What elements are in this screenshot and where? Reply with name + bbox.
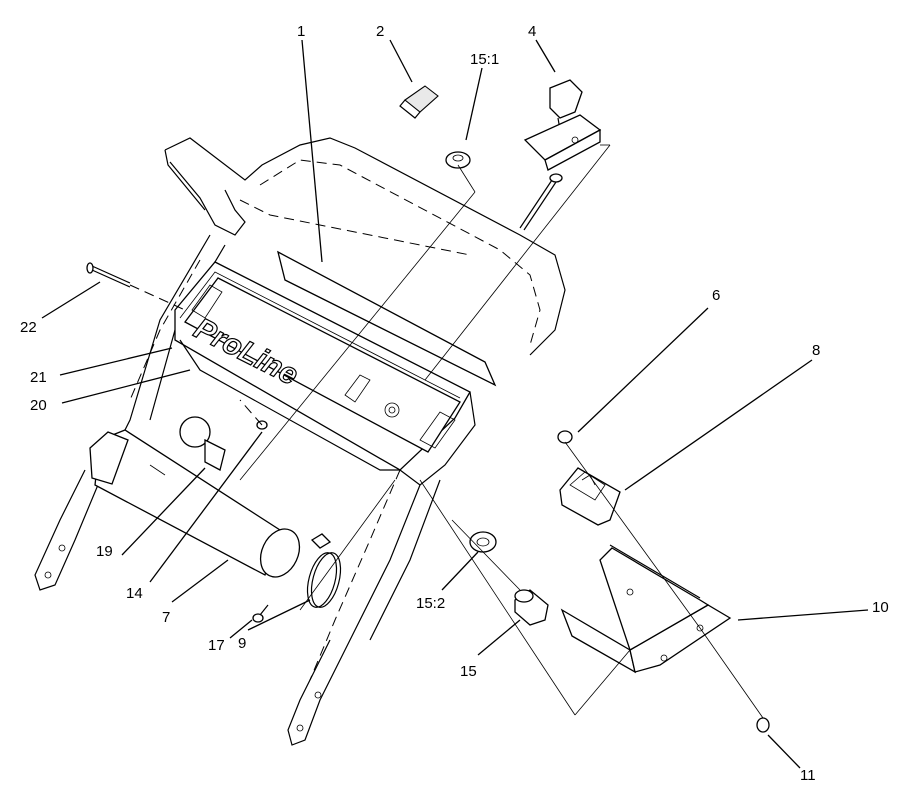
callout-1: 1	[297, 23, 305, 40]
part-22-bolt	[86, 262, 186, 311]
part-10-bracket	[560, 544, 732, 674]
callout-14: 14	[126, 585, 143, 602]
part-15-switch	[514, 589, 549, 626]
callout-15-1: 15:1	[470, 51, 499, 68]
callout-10: 10	[872, 599, 889, 616]
callout-6: 6	[712, 287, 720, 304]
part-14-screw	[239, 399, 268, 430]
callout-22: 22	[20, 319, 37, 336]
callout-2: 2	[376, 23, 384, 40]
assembly-lines	[239, 144, 764, 719]
part-9-clamp	[306, 533, 342, 608]
callout-leaders	[41, 39, 869, 769]
part-11-bolt	[756, 717, 770, 733]
callout-7: 7	[162, 609, 170, 626]
part-2-key	[399, 85, 439, 119]
callout-4: 4	[528, 23, 536, 40]
callout-15: 15	[460, 663, 477, 680]
callout-19: 19	[96, 543, 113, 560]
part-17-screw	[252, 604, 269, 623]
callout-17: 17	[208, 637, 225, 654]
callout-8: 8	[812, 342, 820, 359]
control-panel: ProLine	[174, 261, 476, 486]
part-8-module	[559, 467, 621, 526]
part-1-shield	[277, 250, 497, 387]
part-15-1-nut	[445, 151, 471, 169]
callout-20: 20	[30, 397, 47, 414]
callout-15-2: 15:2	[416, 595, 445, 612]
callout-21: 21	[30, 369, 47, 386]
callout-9: 9	[238, 635, 246, 652]
callout-11: 11	[800, 767, 816, 784]
callout-labels: 1 2 15:1 4 22 6 8 21 20 19 14 7 17 9 15:…	[20, 23, 889, 784]
part-6-nut	[557, 430, 573, 444]
part-4-throttle	[519, 79, 602, 231]
part-7-tube	[89, 429, 301, 578]
part-19-knob	[179, 416, 226, 471]
